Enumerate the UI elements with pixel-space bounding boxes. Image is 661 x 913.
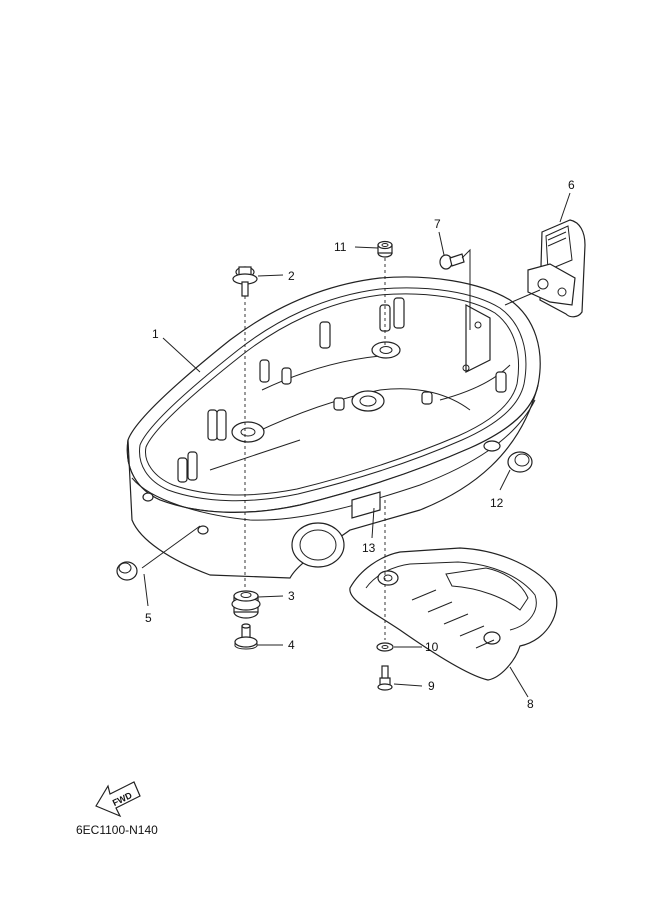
leader-7 xyxy=(461,248,471,330)
part-label-6: 6 xyxy=(568,178,575,192)
part-label-11: 11 xyxy=(334,240,347,254)
part-label-9: 9 xyxy=(428,679,435,693)
part-label-4: 4 xyxy=(288,638,295,652)
part-label-3: 3 xyxy=(288,589,295,603)
part-label-13: 13 xyxy=(362,541,376,555)
part-label-5: 5 xyxy=(145,611,152,625)
grommet-part-3 xyxy=(231,590,261,619)
plug-part-12 xyxy=(507,451,533,473)
part-label-2: 2 xyxy=(288,269,295,283)
part-label-8: 8 xyxy=(527,697,534,711)
plug-part-5 xyxy=(116,561,138,581)
bolt-part-2 xyxy=(232,266,258,297)
diagram-code: 6EC1100-N140 xyxy=(76,823,158,837)
part-label-1: 1 xyxy=(152,327,159,341)
washer-part-10 xyxy=(376,642,394,652)
nut-part-11 xyxy=(377,240,393,258)
bolt-part-9 xyxy=(377,665,393,691)
bottom-cowling xyxy=(126,276,541,579)
leader-lines xyxy=(141,192,571,698)
fwd-arrow-icon: FWD xyxy=(95,781,141,818)
part-label-10: 10 xyxy=(425,640,439,654)
collar-part-4 xyxy=(234,623,258,650)
handle-part-8 xyxy=(349,547,558,681)
lever-bracket-part-6 xyxy=(527,219,586,318)
screw-part-7 xyxy=(439,253,465,270)
part-label-12: 12 xyxy=(490,496,504,510)
part-label-7: 7 xyxy=(434,217,441,231)
